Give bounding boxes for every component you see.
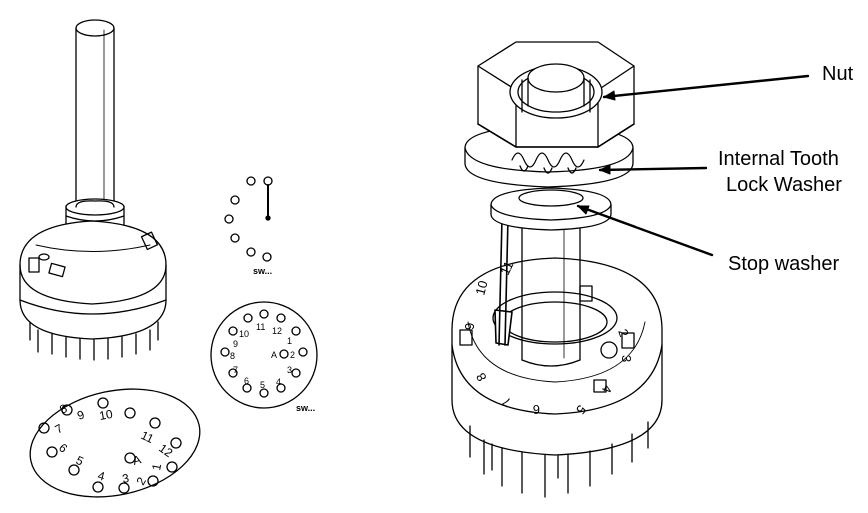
disc-label: 4 [96,468,106,483]
disc-hole [97,397,109,409]
label-nut: Nut [822,63,854,85]
disc-hole [170,437,182,449]
leader-lock-washer [598,166,708,172]
schematic-label: 3 [287,365,292,375]
disc-label: 1 [149,462,164,471]
schematic-arc: sw... [224,176,273,276]
schematic-label: 11 [256,322,265,332]
disc-center-hole [124,452,136,464]
disc-label: 11 [139,428,157,446]
label-stop-washer: Stop washer [728,253,840,275]
dial-mark: 4 [599,383,616,395]
numbered-disc: 9 10 11 12 1 2 3 4 5 6 7 8 A [29,388,201,498]
disc-hole [147,475,159,487]
disc-hole [46,446,58,458]
disc-hole [118,482,130,494]
disc-label: 9 [75,407,86,423]
schematic-label: 4 [276,377,281,387]
schematic-label: 2 [290,350,295,360]
schematic-label: 5 [260,380,265,390]
schematic-label: 6 [244,376,249,386]
label-lock-washer-line1: Internal Tooth [718,148,839,170]
schematic-caption: sw... [253,266,272,276]
schematic-label: 12 [272,326,282,336]
leader-lines [576,74,810,257]
housing-pins [469,421,649,498]
disc-label: 10 [98,407,114,423]
housing-base [451,257,663,456]
assembled-switch: 2 3 4 5 6 7 8 9 10 11 [451,41,663,498]
schematic-label: 7 [233,365,238,375]
disc-hole [166,461,178,473]
disc-center-label: A [131,452,142,468]
stop-lever [494,217,513,346]
dial-mark: 2 [615,327,632,339]
disc-hole [68,464,80,476]
disc-hole [92,481,104,493]
stop-washer-part [490,187,612,231]
schematic-label: 1 [287,336,292,346]
dial-mark: 3 [619,355,634,362]
disc-hole [61,404,73,416]
assembled-shaft [521,209,581,367]
hex-nut [477,41,635,148]
dial-mark: 9 [462,323,477,330]
disc-hole [124,407,136,419]
rotary-switch-body [19,19,167,361]
dial-mark: 6 [533,402,540,417]
schematic-label: 9 [233,339,238,349]
shaft [75,19,115,207]
leader-stop-washer [576,204,714,257]
disc-hole [149,417,161,429]
schematic-label: 8 [230,351,235,361]
switch-housing [19,220,167,340]
dial-mark: 10 [472,279,490,297]
disc-hole [38,422,50,434]
schematic-circle: 10 11 12 1 2 3 4 5 6 7 8 9 A sw... [210,301,318,413]
stop-pin [600,341,618,359]
leader-nut [602,74,810,99]
schematic-caption: sw... [296,403,315,413]
disc-label: 3 [121,471,130,486]
schematic-label: 10 [239,329,249,339]
schematic-center-label: A [271,350,277,360]
terminal-pins [29,321,159,361]
label-lock-washer-line2: Lock Washer [726,174,842,196]
